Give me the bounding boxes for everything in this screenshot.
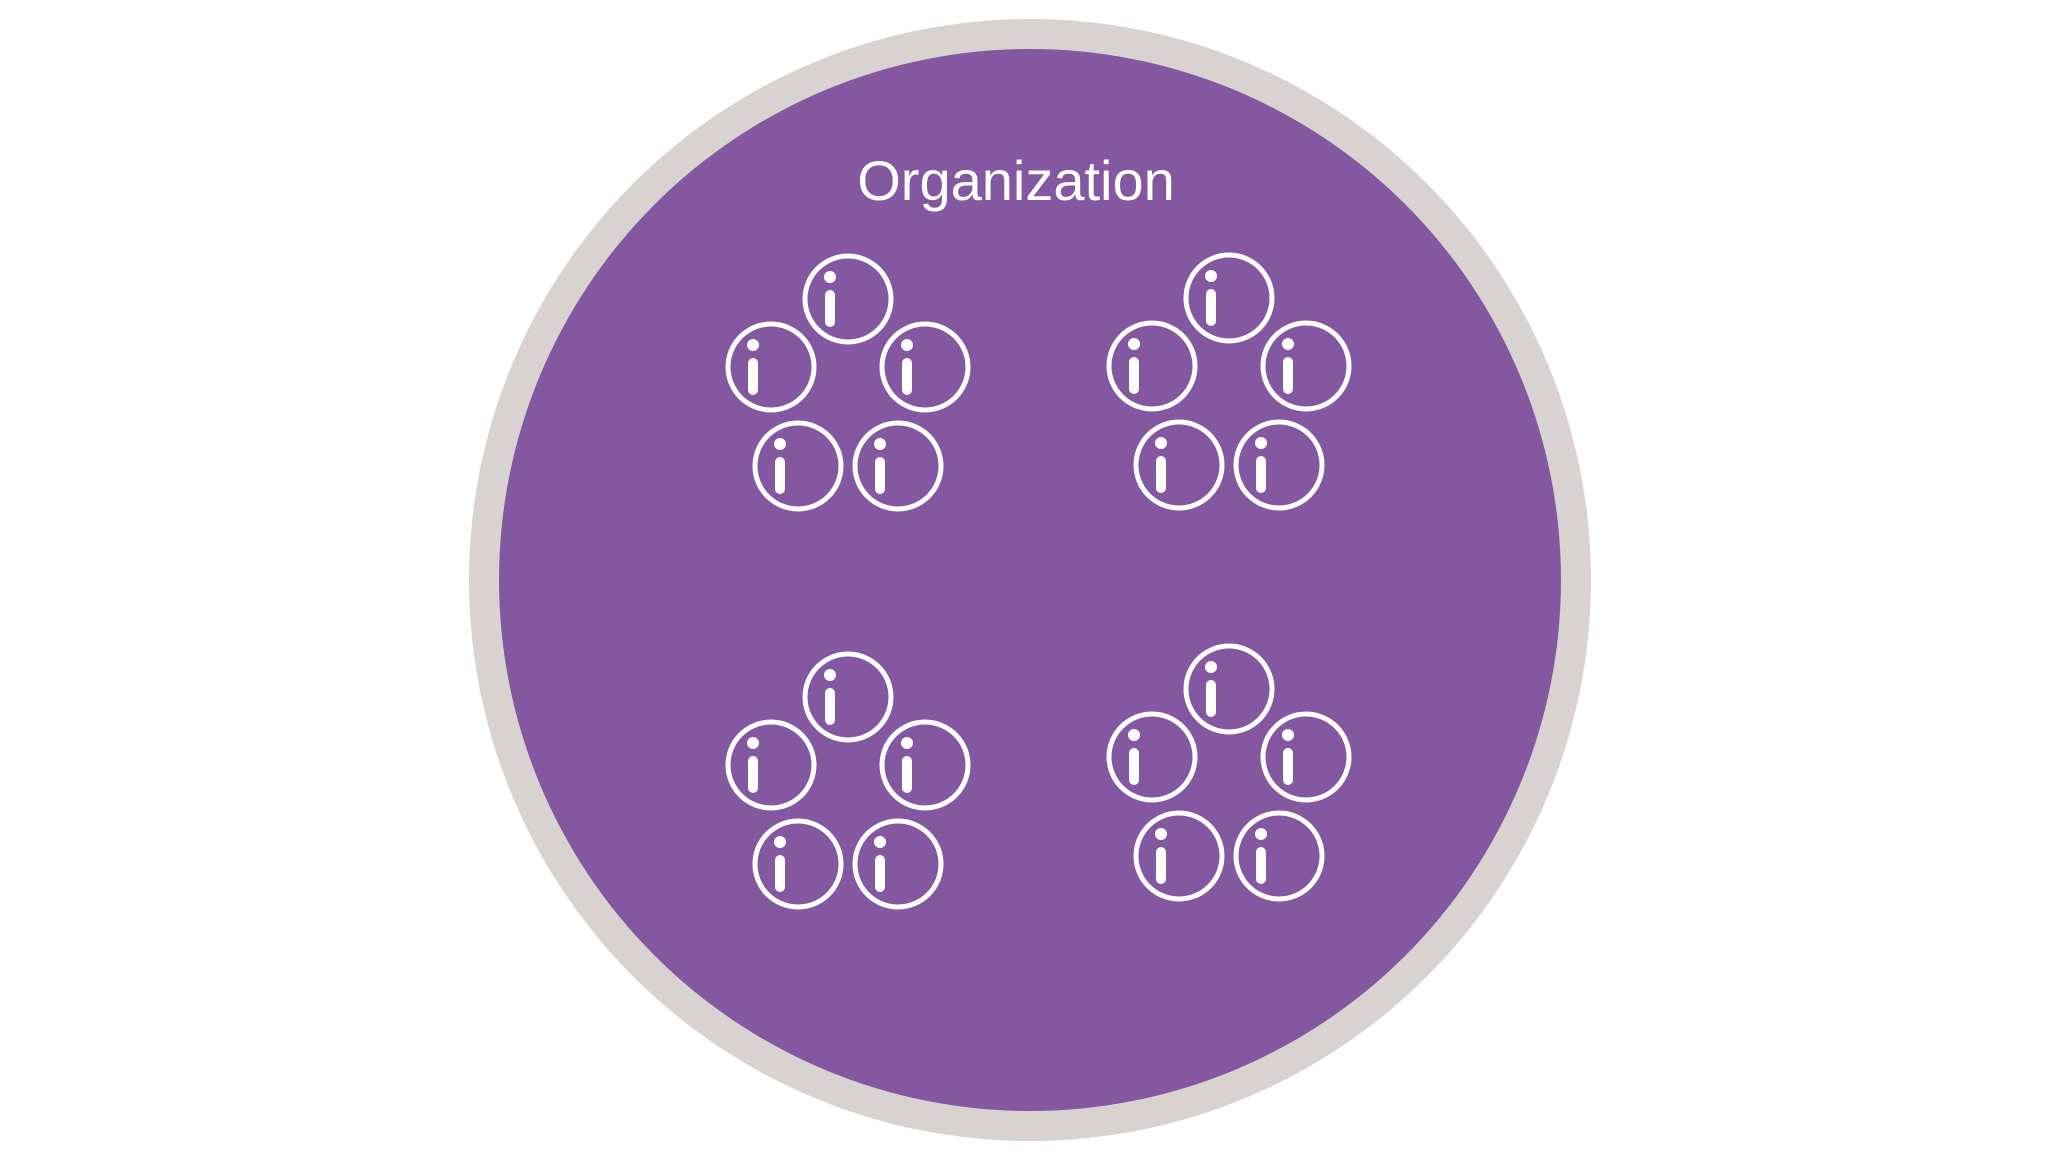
info-person-icon: [1133, 810, 1225, 902]
teams-layer: [725, 252, 1352, 910]
info-person-icon: [879, 719, 971, 811]
icon-head: [874, 438, 886, 450]
team-bottom-right: [1106, 643, 1352, 902]
info-person-icon: [725, 321, 817, 413]
icon-body: [748, 358, 758, 395]
info-person-icon: [1183, 252, 1275, 344]
icon-ring: [1106, 320, 1198, 412]
team-top-left: [725, 253, 971, 512]
icon-head: [1282, 729, 1294, 741]
icon-ring: [725, 321, 817, 413]
icon-head: [1128, 338, 1140, 350]
info-person-icon: [752, 818, 844, 910]
icon-head: [824, 271, 836, 283]
icon-ring: [852, 818, 944, 910]
icon-body: [1256, 847, 1266, 884]
icon-body: [1156, 847, 1166, 884]
icon-body: [775, 457, 785, 494]
info-person-icon: [1233, 810, 1325, 902]
icon-head: [824, 669, 836, 681]
info-person-icon: [852, 818, 944, 910]
icon-body: [1129, 748, 1139, 785]
info-person-icon: [1183, 643, 1275, 735]
icon-ring: [852, 420, 944, 512]
icon-body: [1206, 680, 1216, 717]
icon-ring: [1260, 320, 1352, 412]
icon-body: [775, 855, 785, 892]
icon-ring: [1133, 810, 1225, 902]
icon-head: [774, 836, 786, 848]
icon-body: [902, 756, 912, 793]
icon-head: [1255, 828, 1267, 840]
icon-ring: [1260, 711, 1352, 803]
info-person-icon: [802, 253, 894, 345]
icon-ring: [1133, 419, 1225, 511]
icon-body: [825, 688, 835, 725]
icon-ring: [1106, 711, 1198, 803]
icon-head: [1128, 729, 1140, 741]
icon-head: [1205, 270, 1217, 282]
icon-head: [1155, 828, 1167, 840]
icon-head: [874, 836, 886, 848]
icon-body: [1283, 748, 1293, 785]
info-person-icon: [1106, 711, 1198, 803]
info-person-icon: [1233, 419, 1325, 511]
icon-body: [875, 457, 885, 494]
icon-body: [875, 855, 885, 892]
icon-head: [1205, 661, 1217, 673]
icon-head: [1282, 338, 1294, 350]
icon-ring: [879, 719, 971, 811]
icon-head: [747, 737, 759, 749]
icon-head: [747, 339, 759, 351]
icon-body: [1256, 456, 1266, 493]
info-person-icon: [725, 719, 817, 811]
team-top-right: [1106, 252, 1352, 511]
info-person-icon: [1260, 320, 1352, 412]
icon-body: [902, 358, 912, 395]
icon-body: [1156, 456, 1166, 493]
team-bottom-left: [725, 651, 971, 910]
icon-ring: [1183, 643, 1275, 735]
icon-body: [1283, 357, 1293, 394]
icon-head: [774, 438, 786, 450]
icon-ring: [879, 321, 971, 413]
info-person-icon: [1133, 419, 1225, 511]
icon-body: [1129, 357, 1139, 394]
icon-head: [1155, 437, 1167, 449]
icon-body: [825, 290, 835, 327]
info-person-icon: [879, 321, 971, 413]
icon-ring: [1233, 419, 1325, 511]
info-person-icon: [752, 420, 844, 512]
icon-ring: [725, 719, 817, 811]
icon-head: [901, 339, 913, 351]
icon-ring: [1233, 810, 1325, 902]
icon-ring: [802, 651, 894, 743]
icon-body: [1206, 289, 1216, 326]
icon-head: [1255, 437, 1267, 449]
organization-title: Organization: [857, 149, 1175, 212]
icon-ring: [802, 253, 894, 345]
info-person-icon: [1106, 320, 1198, 412]
icon-body: [748, 756, 758, 793]
info-person-icon: [852, 420, 944, 512]
icon-ring: [752, 420, 844, 512]
info-person-icon: [802, 651, 894, 743]
icon-ring: [752, 818, 844, 910]
organization-circle: [499, 49, 1561, 1111]
icon-ring: [1183, 252, 1275, 344]
icon-head: [901, 737, 913, 749]
info-person-icon: [1260, 711, 1352, 803]
